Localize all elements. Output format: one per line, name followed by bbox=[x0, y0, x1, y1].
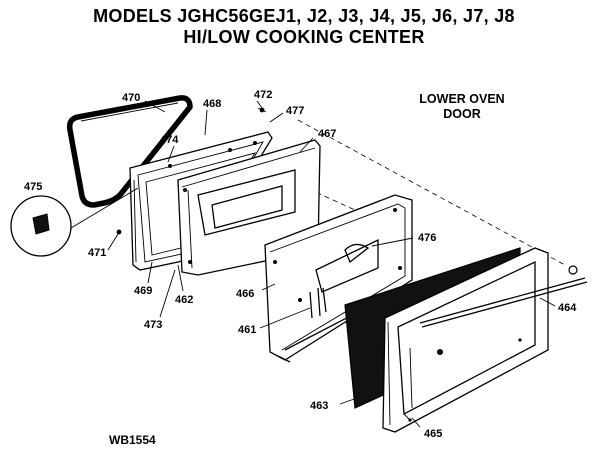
callout-labels: 470 468 472 477 474 467 475 471 476 469 … bbox=[24, 89, 577, 440]
part-466-back-panel bbox=[264, 194, 413, 361]
callout-464: 464 bbox=[558, 302, 577, 314]
part-464-hinge-rod bbox=[419, 265, 588, 328]
callout-472: 472 bbox=[254, 89, 272, 101]
callout-469: 469 bbox=[134, 285, 152, 297]
callout-465: 465 bbox=[424, 428, 442, 440]
screw-parts bbox=[116, 107, 267, 235]
callout-463: 463 bbox=[310, 400, 328, 412]
callout-476: 476 bbox=[418, 232, 436, 244]
section-label-line1: LOWER OVEN bbox=[419, 92, 505, 106]
section-label-line2: DOOR bbox=[443, 107, 481, 121]
callout-475: 475 bbox=[24, 181, 42, 193]
callout-477: 477 bbox=[286, 105, 304, 117]
callout-466: 466 bbox=[236, 288, 254, 300]
callout-473: 473 bbox=[144, 319, 162, 331]
diagram-title: MODELS JGHC56GEJ1, J2, J3, J4, J5, J6, J… bbox=[93, 6, 515, 26]
callout-470: 470 bbox=[122, 92, 140, 104]
leader-lines bbox=[107, 100, 556, 428]
callout-462: 462 bbox=[175, 294, 193, 306]
diagram-subtitle: HI/LOW COOKING CENTER bbox=[183, 27, 425, 47]
callout-468: 468 bbox=[203, 98, 221, 110]
callout-461: 461 bbox=[238, 324, 256, 336]
part-475-detail-circle bbox=[10, 187, 139, 257]
section-label: LOWER OVEN DOOR bbox=[392, 92, 532, 122]
part-465-outer-frame bbox=[382, 247, 549, 433]
callout-467: 467 bbox=[318, 128, 336, 140]
callout-474: 474 bbox=[160, 134, 179, 146]
drawing-code: WB1554 bbox=[109, 433, 156, 447]
callout-471: 471 bbox=[88, 247, 106, 259]
part-470-gasket bbox=[66, 95, 193, 208]
